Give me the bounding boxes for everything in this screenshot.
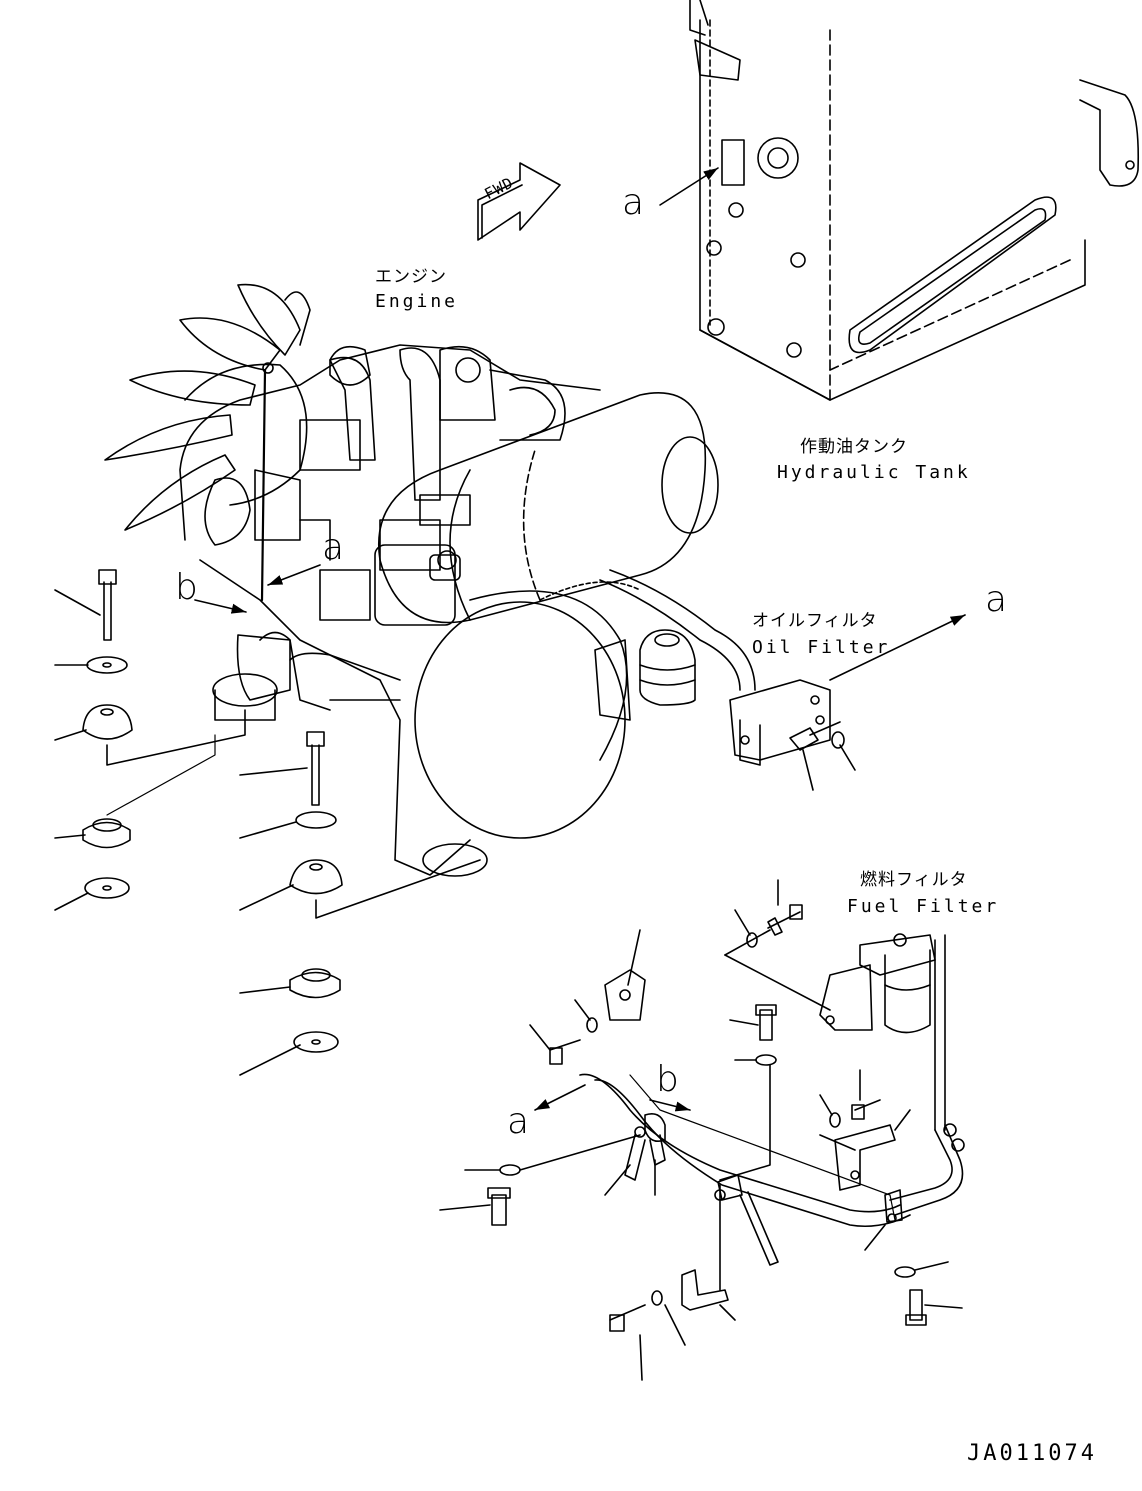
tank-label-en: Hydraulic Tank: [777, 462, 971, 483]
oil-filter-label-jp: オイルフィルタ: [752, 611, 878, 631]
ref-a-engine: a: [322, 527, 345, 568]
engine: [179, 344, 628, 876]
drawing-code: JA011074: [967, 1441, 1097, 1466]
oil-filter: [539, 569, 856, 791]
engine-label-en: Engine: [375, 291, 459, 312]
muffler: [374, 392, 719, 626]
engine-mounts: [54, 569, 278, 911]
ref-b-fuel-line: b: [656, 1059, 679, 1100]
ref-a-tank: a: [622, 182, 645, 223]
engine-label-jp: エンジン: [375, 267, 447, 287]
ref-b-engine: b: [175, 567, 198, 608]
hydraulic-tank: [689, 0, 1140, 401]
fan-icon: [104, 283, 311, 531]
ref-a-fuel-line: a: [507, 1101, 530, 1142]
fuel-filter-label-en: Fuel Filter: [847, 896, 1000, 917]
reference-arrows: [194, 167, 966, 1112]
ref-a-oil-filter: a: [985, 579, 1008, 620]
engine-mounts-right: [239, 731, 488, 1076]
fwd-arrow-icon: [477, 162, 561, 241]
oil-filter-label-en: Oil Filter: [752, 637, 891, 658]
fuel-filter-label-jp: 燃料フィルタ: [860, 870, 968, 890]
fuel-filter: [724, 879, 965, 1216]
tank-label-jp: 作動油タンク: [800, 437, 908, 457]
fuel-lines: [439, 929, 963, 1381]
